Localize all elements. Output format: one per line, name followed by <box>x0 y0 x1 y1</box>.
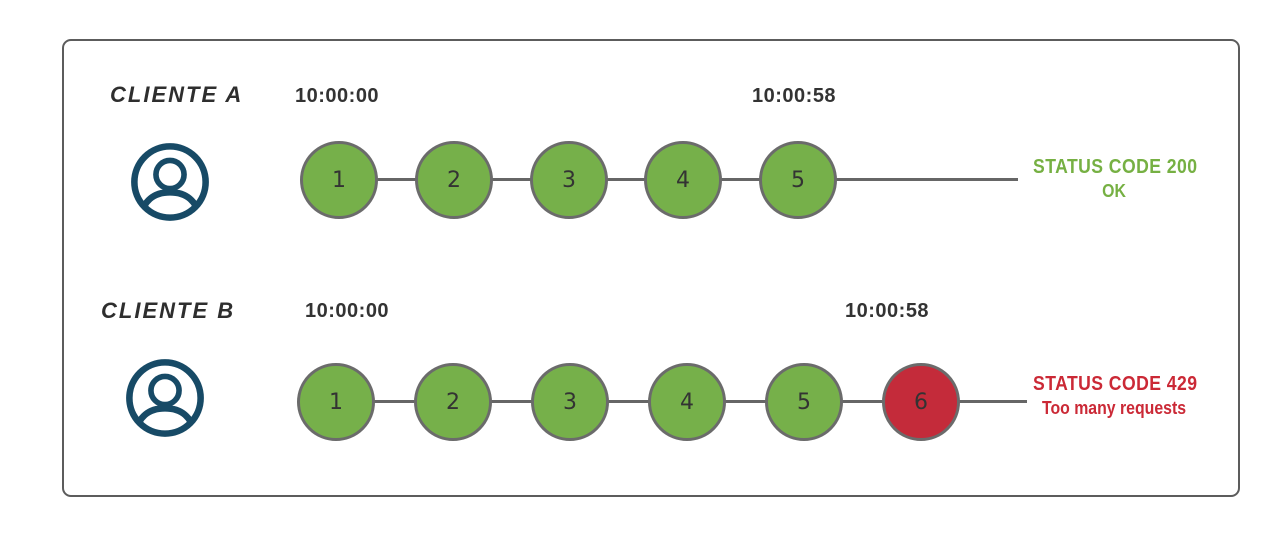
client-b-label: CLIENTE B <box>101 298 236 323</box>
status-code-200: STATUS CODE 200 <box>1033 156 1198 178</box>
request-number: 1 <box>329 389 343 415</box>
request-number: 4 <box>680 389 694 415</box>
status-message-ok: OK <box>1102 181 1126 201</box>
request-number: 3 <box>562 167 576 193</box>
client-a-label: CLIENTE A <box>110 82 244 107</box>
row-a-status: STATUS CODE 200 OK <box>1033 156 1198 202</box>
request-number: 5 <box>791 167 805 193</box>
row-b-status: STATUS CODE 429 Too many requests <box>1033 373 1198 419</box>
row-a-start-time: 10:00:00 <box>295 85 380 107</box>
request-node: 4 <box>648 363 726 441</box>
request-number: 2 <box>447 167 461 193</box>
request-node: 1 <box>297 363 375 441</box>
diagram-frame <box>62 39 1240 497</box>
row-b-start-time: 10:00:00 <box>305 300 390 322</box>
request-node: 2 <box>415 141 493 219</box>
request-node-rejected: 6 <box>882 363 960 441</box>
request-number: 1 <box>332 167 346 193</box>
request-number: 6 <box>914 389 928 415</box>
request-number: 4 <box>676 167 690 193</box>
request-number: 3 <box>563 389 577 415</box>
request-node: 3 <box>530 141 608 219</box>
user-icon <box>131 143 209 221</box>
request-node: 1 <box>300 141 378 219</box>
request-node: 2 <box>414 363 492 441</box>
request-number: 2 <box>446 389 460 415</box>
request-node: 5 <box>759 141 837 219</box>
status-message-too-many-requests: Too many requests <box>1041 398 1187 418</box>
request-node: 3 <box>531 363 609 441</box>
request-node: 5 <box>765 363 843 441</box>
status-code-429: STATUS CODE 429 <box>1033 373 1198 395</box>
user-icon <box>126 359 204 437</box>
row-b-end-time: 10:00:58 <box>845 300 930 322</box>
request-node: 4 <box>644 141 722 219</box>
row-a-end-time: 10:00:58 <box>752 85 837 107</box>
request-number: 5 <box>797 389 811 415</box>
